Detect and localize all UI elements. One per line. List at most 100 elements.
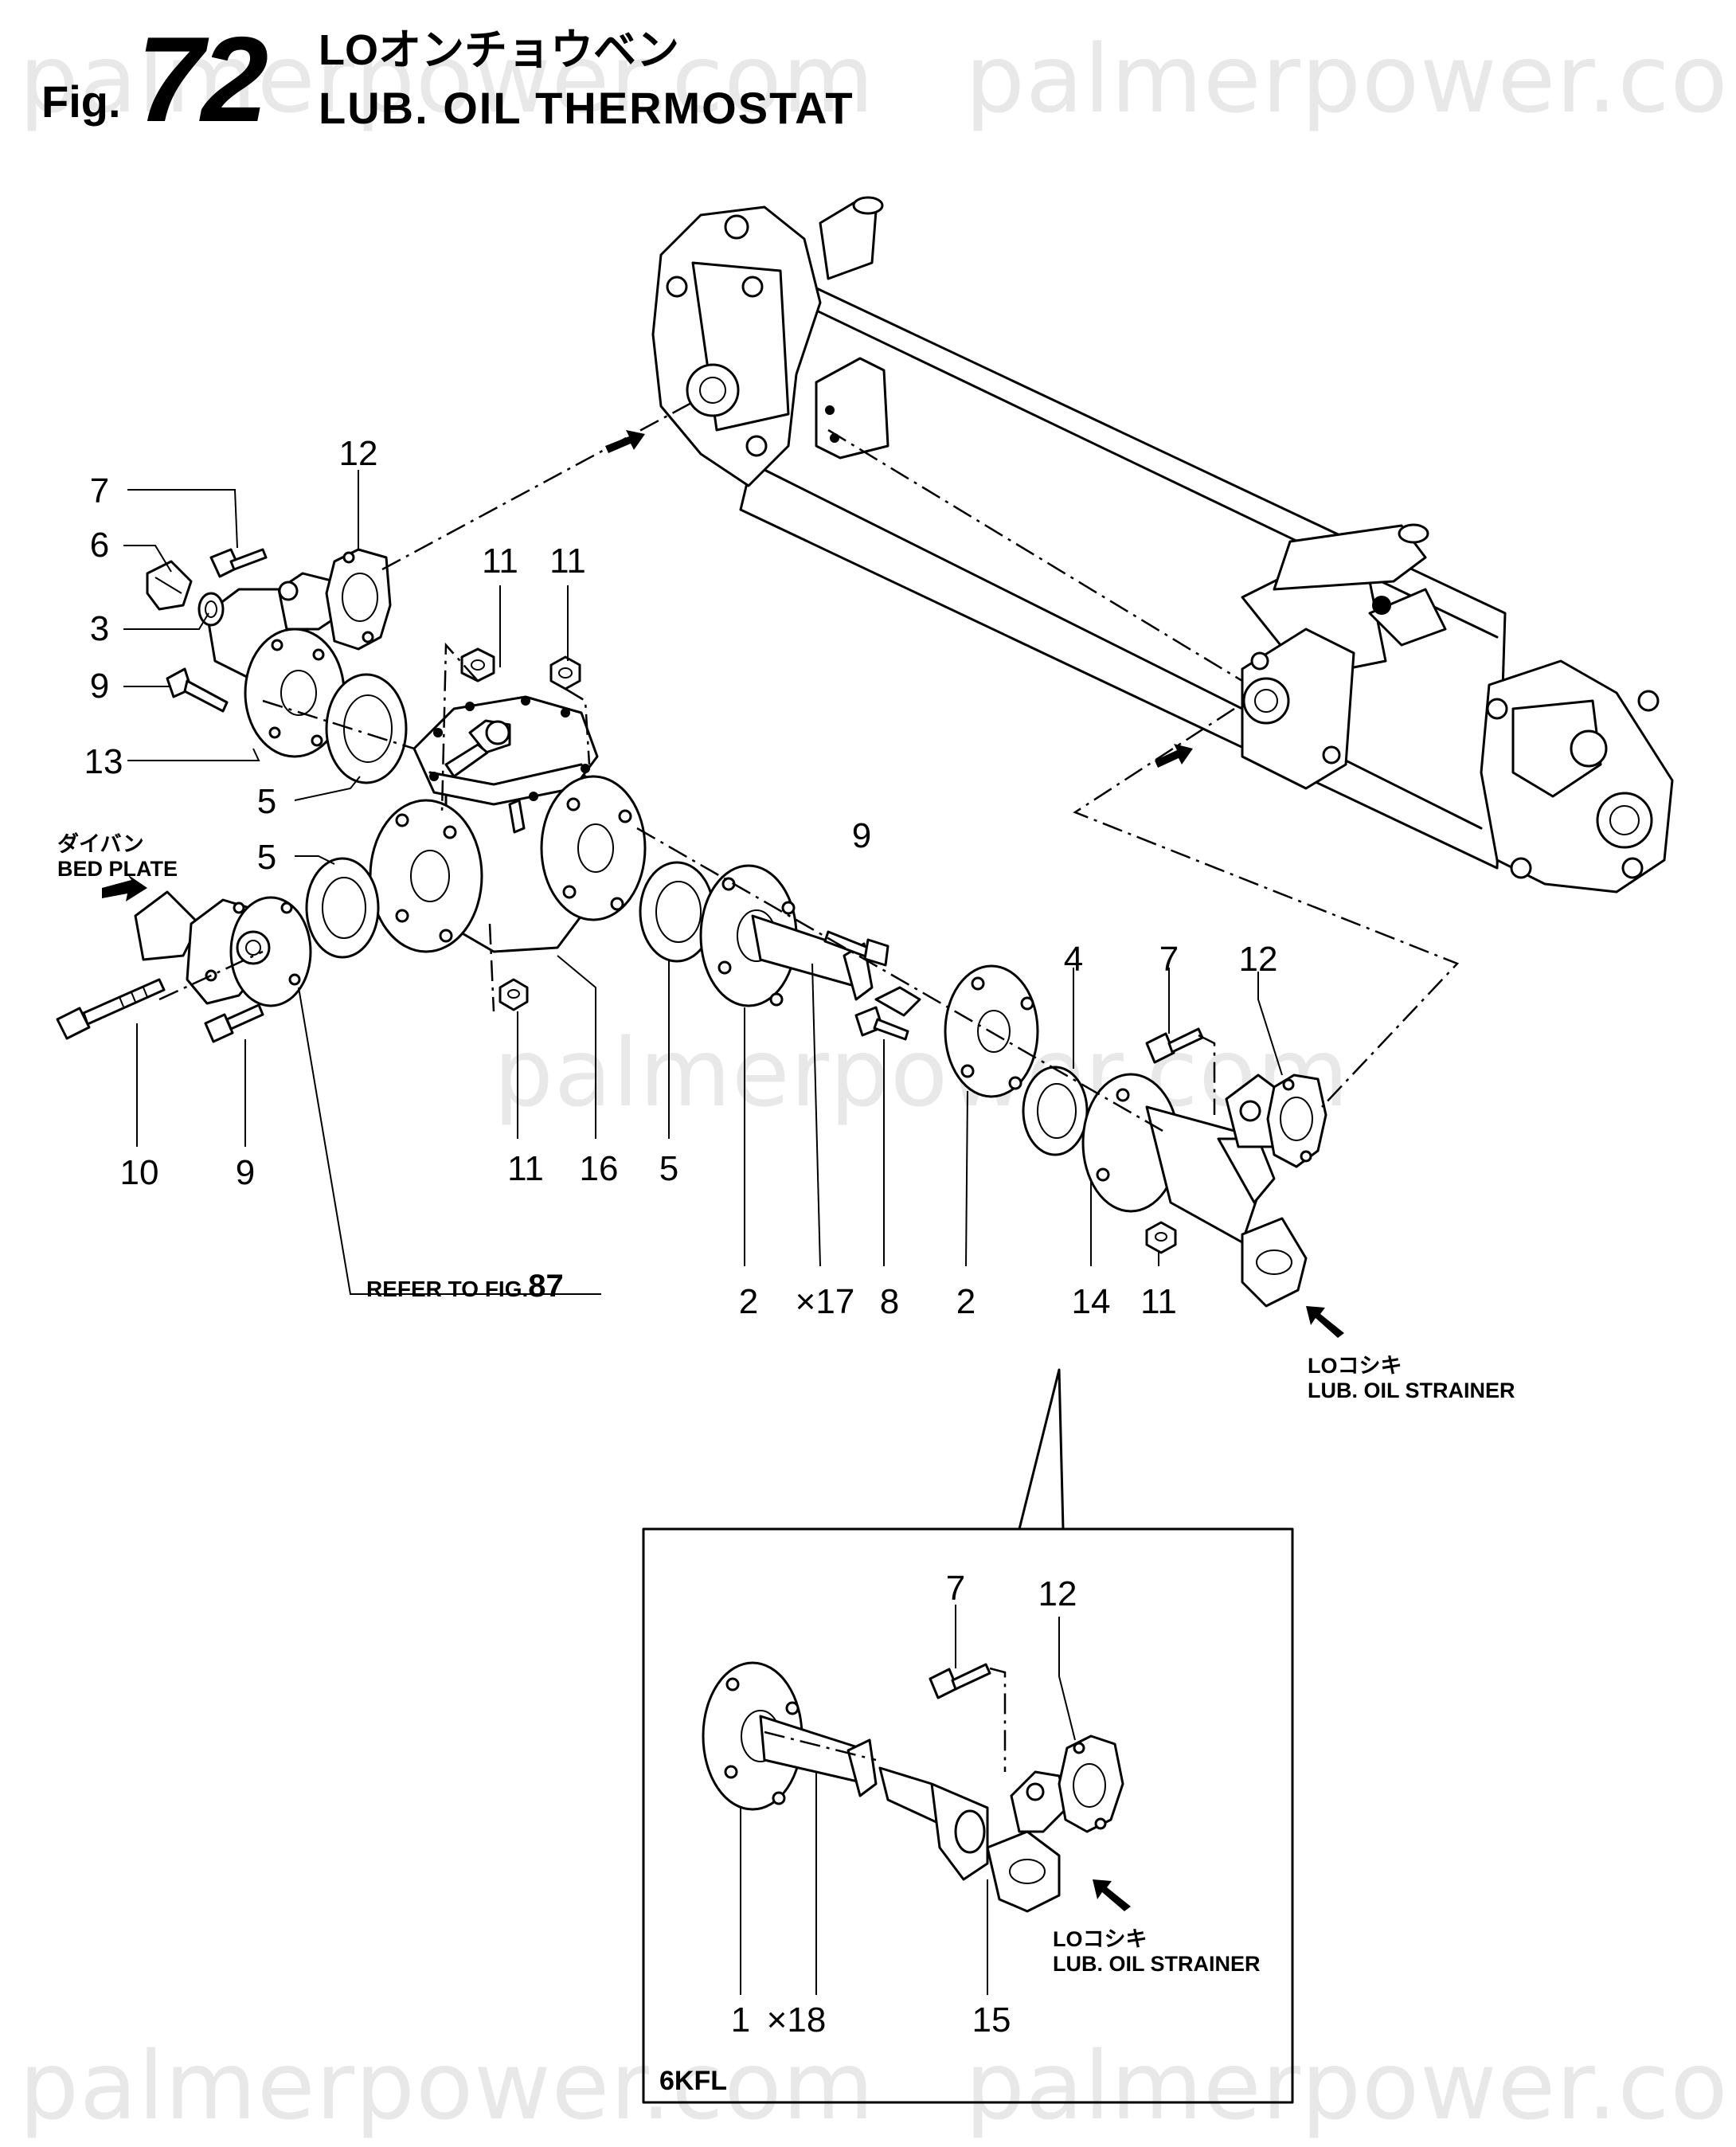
gasket-5-right	[639, 861, 715, 963]
inset-strainer-note: LOコシキ LUB. OIL STRAINER	[1053, 1927, 1261, 1977]
refer-text: REFER TO FIG.	[366, 1277, 529, 1301]
flow-arrow-strainer	[1306, 1306, 1344, 1338]
inset-connector-axis	[764, 1731, 877, 1762]
callout-5-a: 5	[256, 782, 277, 821]
refer-fig-number: 87	[528, 1269, 564, 1304]
callout-6: 6	[89, 526, 110, 565]
callout-4: 4	[1063, 940, 1084, 979]
inset-bolt-7	[929, 1663, 991, 1699]
connector-bolt-left	[158, 950, 264, 1001]
figure-number: 72	[137, 12, 268, 147]
strainer-note: LOコシキ LUB. OIL STRAINER	[1308, 1354, 1515, 1403]
watermark-bottom-left: palmerpower.com	[19, 2031, 875, 2141]
callout-16: 16	[579, 1149, 619, 1188]
inset-strainer-pipe-15	[878, 1766, 1069, 1913]
gasket-4	[1022, 1066, 1089, 1156]
bed-plate-jp: ダイバン	[57, 832, 144, 856]
inset-callout-1: 1	[730, 2000, 751, 2039]
strainer-pipe-14	[1081, 1073, 1308, 1308]
strainer-en: LUB. OIL STRAINER	[1308, 1379, 1515, 1403]
figure-prefix: Fig.	[41, 76, 121, 127]
connector-center-axis	[262, 699, 415, 750]
callout-11-a: 11	[482, 542, 518, 581]
bolt-9-lower	[204, 1003, 264, 1043]
callout-5-b: 5	[256, 838, 277, 877]
connector-pipe-axis	[636, 827, 1163, 1132]
title-japanese: LOオンチョウベン	[319, 26, 679, 74]
callout-13: 13	[84, 742, 123, 781]
inset-strainer-jp: LOコシキ	[1053, 1927, 1148, 1951]
bolt-7-right	[1145, 1027, 1204, 1064]
inset-callout-15: 15	[972, 2000, 1011, 2039]
inset-callout-x18: ×18	[766, 2000, 827, 2039]
gasket-12-right	[1266, 1074, 1327, 1168]
watermark-center: palmerpower.com	[494, 1018, 1350, 1128]
bolt-8	[854, 1006, 909, 1041]
connector-cooler-axis	[827, 428, 1243, 682]
watermark-top-right: palmerpower.com	[965, 24, 1736, 134]
plug-6	[146, 560, 193, 611]
nut-11-a	[460, 647, 495, 682]
refer-to-fig-note: REFER TO FIG.87	[366, 1268, 564, 1304]
pipe-17	[699, 864, 921, 1017]
watermark-top-left: palmerpower.com	[19, 24, 875, 134]
callout-12-top: 12	[338, 434, 378, 473]
watermark-bottom-right: palmerpower.com	[965, 2031, 1736, 2141]
gasket-5-upper	[325, 673, 408, 784]
callout-12-right: 12	[1238, 940, 1278, 979]
nut-11-d	[1145, 1221, 1177, 1254]
inset-flow-arrow	[1093, 1879, 1131, 1911]
callout-10: 10	[119, 1153, 159, 1192]
gasket-12-upper	[325, 548, 392, 651]
inset-leader-lines	[740, 1605, 1076, 1995]
oil-cooler	[651, 196, 1674, 894]
callout-9-mid: 9	[851, 816, 872, 855]
thermostat-housing-16	[369, 695, 647, 953]
nut-11-b	[549, 655, 581, 690]
cooler-port-left	[686, 363, 740, 417]
inset-callout-7: 7	[945, 1569, 966, 1608]
connector-stud-b	[565, 687, 591, 765]
flange-elbow-upper	[205, 572, 346, 758]
connector-bolt7-right	[1198, 1034, 1216, 1115]
inset-gasket-12	[1058, 1734, 1124, 1833]
callout-5-c: 5	[659, 1149, 679, 1188]
callout-14: 14	[1071, 1282, 1111, 1321]
bed-plate-note: ダイバン BED PLATE	[57, 832, 178, 882]
inset-pipe-18	[702, 1661, 878, 1811]
inset-connector-bolt7	[989, 1667, 1007, 1772]
washer-3	[197, 592, 225, 627]
callout-9-bottom: 9	[235, 1153, 256, 1192]
inset-callout-12: 12	[1038, 1574, 1077, 1613]
nut-11-c	[499, 978, 529, 1011]
bolt-10	[56, 978, 166, 1040]
title-english: LUB. OIL THERMOSTAT	[319, 83, 854, 133]
flow-arrow-upper	[605, 430, 645, 453]
inset-frame	[642, 1527, 1294, 2104]
callout-2-a: 2	[738, 1282, 759, 1321]
cooler-port-right	[1242, 677, 1290, 725]
callout-2-b: 2	[956, 1282, 976, 1321]
connector-cooler-to-gasket12	[381, 401, 694, 571]
connector-stud-a	[440, 642, 479, 813]
gasket-5-lower-left	[305, 857, 380, 959]
bolt-9-mid	[823, 930, 890, 967]
connector-cooler-to-strainer	[1073, 707, 1460, 1108]
flow-arrow-middle	[1155, 744, 1193, 768]
callout-x17: ×17	[795, 1282, 855, 1321]
inset-strainer-en: LUB. OIL STRAINER	[1053, 1952, 1261, 1977]
leader-lines	[123, 470, 1283, 1531]
bolt-7-upper	[209, 548, 268, 578]
callout-11-b: 11	[549, 542, 586, 581]
bolt-9-upper	[166, 667, 229, 713]
callout-7-right: 7	[1159, 940, 1179, 979]
callout-3: 3	[89, 609, 110, 648]
callout-7-left: 7	[89, 471, 110, 510]
bed-plate-en: BED PLATE	[57, 857, 178, 882]
bed-plate-elbow	[102, 874, 312, 1007]
callout-11-c: 11	[507, 1149, 544, 1188]
strainer-jp: LOコシキ	[1308, 1354, 1402, 1378]
callout-9-left: 9	[89, 667, 110, 706]
